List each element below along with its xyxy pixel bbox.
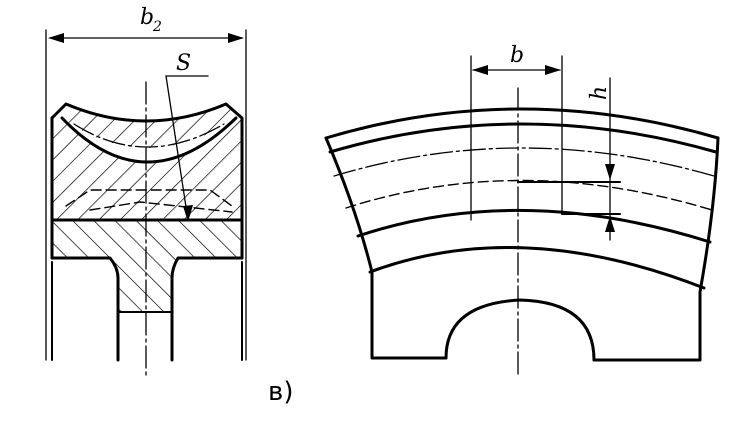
label-h: h [587, 86, 612, 100]
bore-arc [444, 298, 596, 362]
pitch-arc-right [333, 147, 715, 177]
label-s: S [176, 51, 191, 76]
root-arc [356, 208, 712, 244]
segment-right-edge [592, 136, 720, 362]
lower-arc [368, 246, 706, 290]
tip-arc [328, 122, 718, 154]
label-b2-subscript: 2 [152, 19, 162, 35]
hub-hatch [52, 220, 242, 312]
throat-arc [60, 116, 238, 164]
view-label: в) [268, 377, 293, 407]
hidden-contour [65, 189, 233, 207]
segment-left-edge [324, 136, 448, 360]
label-b: b [510, 43, 524, 68]
hub-outline [50, 256, 244, 314]
rim-segment: b h [324, 43, 720, 377]
label-b2: b [140, 5, 154, 30]
outer-arc [324, 107, 720, 140]
rim-outline [50, 102, 244, 260]
worm-wheel-section: b 2 S [45, 5, 247, 377]
pitch-arc [73, 123, 225, 148]
hidden-arc-right [345, 179, 713, 211]
